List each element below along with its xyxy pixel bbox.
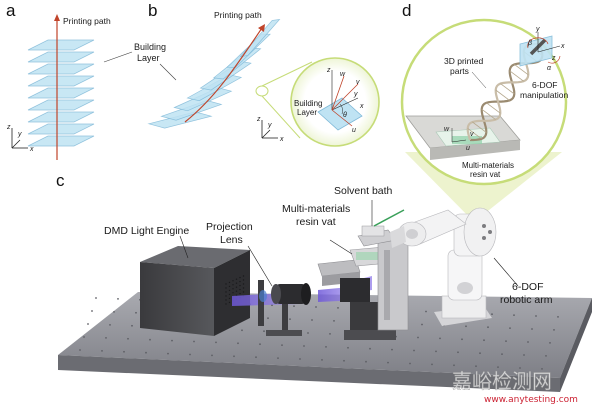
inset-axis-z: z [326,67,331,74]
inset-axis-v: v [356,79,360,86]
dmd-light-engine [140,246,250,336]
inset-axis-x: x [359,103,364,110]
panel-b-axes: z y x [256,116,284,143]
axis-z: z [6,124,11,131]
building-layer [27,135,95,147]
robotic-arm [390,207,497,326]
axis-x: x [279,136,284,143]
leader-line [247,245,273,287]
watermark-cn: 嘉峪检测网 [452,369,552,393]
building-layer [27,111,95,123]
solvent-bath-label: Solvent bath [334,185,393,197]
table-front [58,355,560,392]
printed-parts-label: 3D printed parts [444,56,486,76]
axis-beta: β [527,40,532,47]
axis-z: z [551,55,556,62]
axis-y: y [267,122,272,129]
watermark-url: www.anytesting.com [484,395,578,405]
table-holes [79,297,559,370]
panel-a-layer-stack [27,39,95,147]
resin-vat-inset-label: Multi-materials resin vat [462,161,516,179]
building-layer [27,63,95,75]
axis-v: v [470,131,474,138]
panel-a-arrowhead [54,14,60,21]
building-layer [27,123,95,135]
panel-label-a: a [6,1,16,20]
panel-b-curved-layers [147,19,281,129]
leader-line [493,257,519,287]
panel-label-d: d [402,1,411,20]
building-layer [27,99,95,111]
dmd-light-engine-label: DMD Light Engine [104,225,189,237]
inset-axis-u: u [352,127,356,134]
axis-z: z [256,116,261,123]
leader-line [159,63,177,81]
axis-alpha: α [547,65,552,72]
inset-axis-y: y [353,91,358,98]
building-layer-label: Building Layer [134,42,169,63]
panel-b-printing-path-label: Printing path [214,10,262,20]
panel-label-c: c [56,171,65,190]
panel-d-inset: β α y x z u w v 3D printed parts 6-DOF m… [400,18,568,186]
callout-line [261,61,313,87]
panel-a-printing-path-label: Printing path [63,16,111,26]
resin-vat-label: Multi-materials resin vat [282,203,353,228]
axis-w: w [444,126,450,133]
panel-b-inset: w v u θ z y x Building Layer [290,57,380,147]
building-layer [27,87,95,99]
panel-label-b: b [148,1,157,20]
inset-axis-theta: θ [343,112,347,119]
panel-a-axes: z y x [6,124,34,153]
axis-u: u [466,145,470,152]
building-layer [27,75,95,87]
building-layer [27,51,95,63]
resin-vat-stage [317,239,409,340]
leader-line [179,235,189,259]
panel-b-arrowhead [258,24,265,32]
projection-lens-label: Projection Lens [206,221,256,246]
robotic-arm-label: 6-DOF robotic arm [500,281,553,306]
building-layer [27,39,95,51]
manipulation-label: 6-DOF manipulation [520,80,568,100]
building-layer [239,19,281,57]
callout-line [261,95,301,139]
axis-x: x [560,43,565,50]
panel-b-printing-path-curve [184,27,263,123]
axis-x: x [29,146,34,153]
projection-lens [258,280,311,336]
inset-layer [317,97,363,131]
inset-axis-w: w [340,71,346,78]
callout-origin [255,85,269,97]
leader-line [103,51,133,63]
axis-y: y [17,131,22,138]
inset-building-layer-label: Building Layer [294,99,325,117]
axis-y: y [535,26,540,33]
leader-line [329,239,353,255]
solvent-bath [357,209,405,247]
